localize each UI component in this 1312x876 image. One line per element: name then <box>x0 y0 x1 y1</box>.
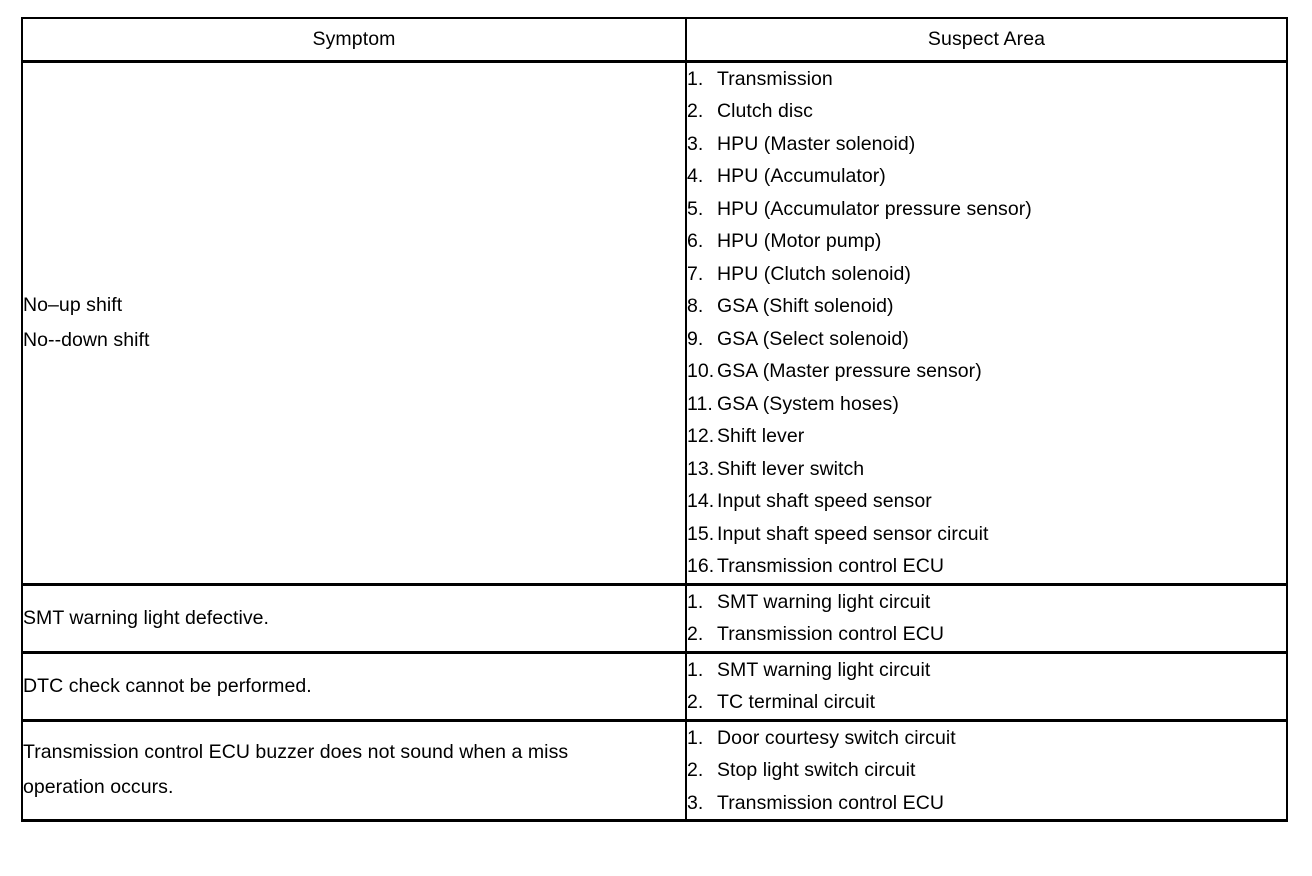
list-item-label: Shift lever <box>717 425 805 447</box>
list-item-label: HPU (Accumulator pressure sensor) <box>717 197 1032 220</box>
list-item-number: 11. <box>687 392 713 415</box>
list-item-label: SMT warning light circuit <box>717 658 931 681</box>
symptom-cell: No–up shift No--down shift <box>21 61 687 586</box>
list-item-label: HPU (Motor pump) <box>717 230 882 252</box>
list-item: 2. Stop light switch circuit <box>687 754 1286 787</box>
column-header-suspect-area: Suspect Area <box>685 17 1288 63</box>
symptom-text: DTC check cannot be performed. <box>23 674 312 697</box>
suspect-area-list: 1. Transmission 2. Clutch disc 3. HPU (M… <box>687 63 1286 583</box>
list-item-number: 13. <box>687 457 715 480</box>
list-item-label: Shift lever switch <box>717 457 865 480</box>
list-item: 13. Shift lever switch <box>687 453 1286 486</box>
list-item-number: 2. <box>687 100 704 122</box>
list-item-number: 1. <box>687 726 704 749</box>
list-item: 6. HPU (Motor pump) <box>687 225 1286 258</box>
list-item-number: 4. <box>687 165 704 187</box>
list-item: 10. GSA (Master pressure sensor) <box>687 355 1286 388</box>
list-item-number: 8. <box>687 295 704 317</box>
list-item-label: Input shaft speed sensor circuit <box>717 522 989 545</box>
table-row: SMT warning light defective. 1. SMT warn… <box>21 582 1288 654</box>
list-item-number: 10. <box>687 360 715 382</box>
list-item-number: 1. <box>687 658 704 681</box>
list-item-label: Input shaft speed sensor <box>717 490 932 512</box>
list-item-number: 9. <box>687 327 704 350</box>
symptom-cell: SMT warning light defective. <box>21 582 687 654</box>
list-item: 1. Door courtesy switch circuit <box>687 722 1286 755</box>
list-item: 1. SMT warning light circuit <box>687 654 1286 687</box>
list-item: 9. GSA (Select solenoid) <box>687 323 1286 356</box>
symptom-text: SMT warning light defective. <box>23 606 269 629</box>
list-item-label: SMT warning light circuit <box>717 590 931 613</box>
list-item-number: 14. <box>687 490 715 512</box>
list-item-label: GSA (Master pressure sensor) <box>717 360 982 382</box>
suspect-area-list: 1. Door courtesy switch circuit 2. Stop … <box>687 722 1286 820</box>
list-item: 14. Input shaft speed sensor <box>687 485 1286 518</box>
list-item-label: Transmission control ECU <box>717 791 944 814</box>
table-row: No–up shift No--down shift 1. Transmissi… <box>21 61 1288 586</box>
list-item-label: Stop light switch circuit <box>717 759 916 781</box>
list-item: 7. HPU (Clutch solenoid) <box>687 258 1286 291</box>
list-item: 8. GSA (Shift solenoid) <box>687 290 1286 323</box>
table-row: Transmission control ECU buzzer does not… <box>21 718 1288 822</box>
list-item-label: HPU (Master solenoid) <box>717 132 916 155</box>
table-header: Symptom Suspect Area <box>21 17 1288 63</box>
list-item-number: 2. <box>687 691 704 713</box>
list-item-number: 3. <box>687 791 704 814</box>
list-item-label: GSA (Shift solenoid) <box>717 295 894 317</box>
list-item: 16. Transmission control ECU <box>687 550 1286 583</box>
symptom-cell: Transmission control ECU buzzer does not… <box>21 718 687 822</box>
suspect-area-list: 1. SMT warning light circuit 2. Transmis… <box>687 586 1286 651</box>
list-item: 2. Clutch disc <box>687 95 1286 128</box>
list-item-label: TC terminal circuit <box>717 691 876 713</box>
list-item: 2. Transmission control ECU <box>687 618 1286 651</box>
suspect-area-cell: 1. SMT warning light circuit 2. TC termi… <box>685 650 1288 722</box>
list-item-label: HPU (Accumulator) <box>717 165 886 187</box>
list-item: 1. Transmission <box>687 63 1286 96</box>
table-header-row: Symptom Suspect Area <box>21 17 1288 63</box>
list-item-number: 5. <box>687 197 704 220</box>
list-item-label: Transmission control ECU <box>717 623 944 645</box>
table-row: DTC check cannot be performed. 1. SMT wa… <box>21 650 1288 722</box>
list-item-number: 1. <box>687 67 704 90</box>
suspect-area-cell: 1. SMT warning light circuit 2. Transmis… <box>685 582 1288 654</box>
list-item-number: 16. <box>687 555 715 577</box>
list-item: 15. Input shaft speed sensor circuit <box>687 518 1286 551</box>
list-item-label: HPU (Clutch solenoid) <box>717 262 911 285</box>
list-item-number: 7. <box>687 262 704 285</box>
list-item: 1. SMT warning light circuit <box>687 586 1286 619</box>
list-item: 5. HPU (Accumulator pressure sensor) <box>687 193 1286 226</box>
symptom-text: Transmission control ECU buzzer does not… <box>23 741 569 799</box>
table-body: No–up shift No--down shift 1. Transmissi… <box>21 61 1288 822</box>
suspect-area-cell: 1. Door courtesy switch circuit 2. Stop … <box>685 718 1288 822</box>
symptom-cell: DTC check cannot be performed. <box>21 650 687 722</box>
list-item-label: GSA (System hoses) <box>717 392 899 415</box>
list-item-number: 1. <box>687 590 704 613</box>
symptom-text: No–up shift No--down shift <box>23 293 150 351</box>
list-item-label: Transmission <box>717 67 833 90</box>
list-item: 2. TC terminal circuit <box>687 686 1286 719</box>
list-item-number: 15. <box>687 522 715 545</box>
list-item: 11. GSA (System hoses) <box>687 388 1286 421</box>
list-item: 3. HPU (Master solenoid) <box>687 128 1286 161</box>
list-item: 4. HPU (Accumulator) <box>687 160 1286 193</box>
list-item-number: 12. <box>687 425 715 447</box>
list-item-number: 6. <box>687 230 704 252</box>
list-item-label: Clutch disc <box>717 100 813 122</box>
list-item-number: 3. <box>687 132 704 155</box>
suspect-area-cell: 1. Transmission 2. Clutch disc 3. HPU (M… <box>685 61 1288 586</box>
list-item: 3. Transmission control ECU <box>687 787 1286 820</box>
symptom-suspect-table: Symptom Suspect Area No–up shift No--dow… <box>21 17 1288 822</box>
list-item-number: 2. <box>687 759 704 781</box>
column-header-symptom: Symptom <box>21 17 687 63</box>
list-item-number: 2. <box>687 623 704 645</box>
list-item: 12. Shift lever <box>687 420 1286 453</box>
list-item-label: Transmission control ECU <box>717 555 944 577</box>
suspect-area-list: 1. SMT warning light circuit 2. TC termi… <box>687 654 1286 719</box>
list-item-label: GSA (Select solenoid) <box>717 327 909 350</box>
list-item-label: Door courtesy switch circuit <box>717 726 956 749</box>
